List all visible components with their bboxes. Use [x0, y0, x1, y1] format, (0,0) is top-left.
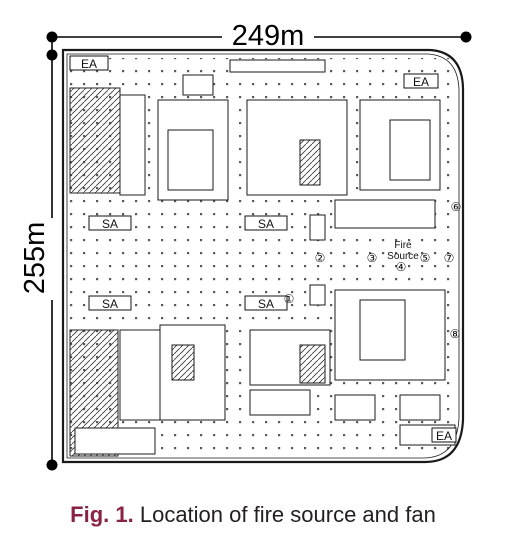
building-cores	[74, 59, 456, 455]
width-dimension-label: 249m	[232, 20, 305, 52]
dimension-endpoint	[46, 459, 58, 471]
marker-3: ③	[367, 251, 378, 265]
sa-fan-box	[88, 295, 132, 311]
fire-source-label-line1: Fire	[394, 240, 412, 251]
marker-5: ⑤	[420, 251, 431, 265]
exhaust-fan-boxes: EA EA EA	[69, 55, 457, 443]
height-dimension-label: 255m	[19, 222, 51, 295]
sa-fan-label: SA	[102, 297, 118, 311]
supply-fan-boxes: SA SA SA SA	[88, 215, 288, 311]
marker-2: ②	[315, 251, 326, 265]
dimension-endpoint	[46, 49, 58, 61]
height-dimension-line	[46, 42, 58, 471]
figure-caption-text: Location of fire source and fan	[133, 502, 436, 527]
dimension-endpoint	[460, 31, 472, 43]
ea-fan-box	[431, 427, 457, 443]
sa-fan-label: SA	[258, 297, 274, 311]
marker-8: ⑧	[450, 327, 461, 341]
marker-7: ⑦	[444, 251, 455, 265]
stair-core-hatched	[69, 87, 121, 194]
fire-source-label-line2: Source	[387, 251, 419, 262]
ea-fan-label: EA	[413, 75, 429, 89]
marker-4: ④	[396, 260, 407, 274]
marker-1: ①	[284, 292, 295, 306]
sa-fan-box	[88, 215, 132, 231]
dimension-endpoint	[46, 31, 58, 43]
marker-6: ⑥	[451, 200, 462, 214]
width-dimension-line	[46, 31, 472, 43]
floor-plan-svg: 249m 255m	[19, 20, 472, 471]
fan-markers: ① ② ③ ④ ⑤ ⑥ ⑦ ⑧	[284, 200, 462, 341]
ea-fan-box	[403, 73, 439, 89]
room-block	[119, 94, 146, 196]
ea-fan-label: EA	[81, 57, 97, 71]
building-outline	[61, 48, 465, 464]
figure-caption: Fig. 1. Location of fire source and fan	[0, 502, 506, 528]
ea-fan-box	[69, 55, 109, 71]
sa-fan-label: SA	[258, 217, 274, 231]
sa-fan-label: SA	[102, 217, 118, 231]
ea-fan-label: EA	[436, 429, 452, 443]
sa-fan-box	[244, 295, 288, 311]
sa-fan-box	[244, 215, 288, 231]
figure-number: Fig. 1.	[70, 502, 134, 527]
room-block	[119, 329, 161, 421]
